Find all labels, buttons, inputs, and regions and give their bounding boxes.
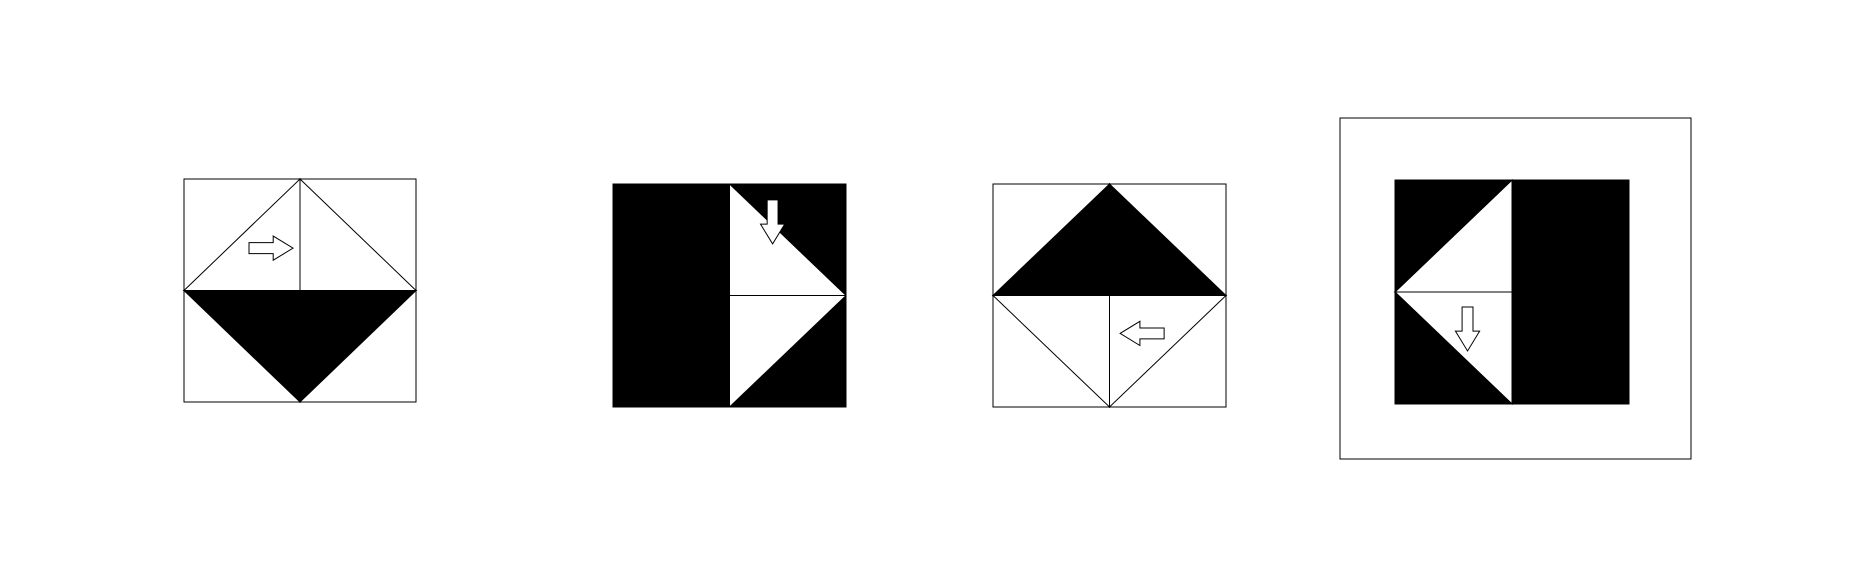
panel-4	[1339, 117, 1692, 460]
arrow-right-icon	[248, 235, 294, 262]
cell-bottom-right	[1511, 291, 1630, 405]
cell-top-right	[1109, 182, 1228, 296]
cell-top-left	[612, 183, 730, 296]
cell-top-left	[991, 182, 1110, 296]
cell-top-right	[299, 177, 418, 291]
cell-top-left	[1393, 178, 1514, 294]
corner-triangle	[1394, 179, 1514, 294]
panel-1	[182, 177, 418, 404]
corner-triangle	[728, 183, 847, 297]
cell-bottom-right	[1109, 295, 1228, 409]
cell-top-left	[182, 177, 301, 291]
cell-top-right	[1511, 179, 1630, 293]
solid-fill	[1511, 179, 1630, 293]
outer-frame	[1339, 117, 1692, 460]
arrow-down-icon	[1454, 306, 1481, 352]
panel-2	[612, 183, 847, 408]
panel-3	[991, 182, 1228, 409]
corner-triangle	[728, 294, 847, 408]
cell-bottom-left	[182, 290, 301, 404]
cell-bottom-left	[612, 295, 730, 408]
cell-bottom-left	[991, 295, 1110, 409]
solid-fill	[612, 183, 730, 296]
solid-fill	[612, 295, 730, 408]
cell-bottom-left	[1393, 290, 1514, 406]
cell-top-right	[728, 183, 847, 297]
solid-fill	[1511, 291, 1630, 405]
arrow-down-icon	[759, 199, 786, 245]
arrow-left-icon	[1119, 320, 1165, 347]
cell-bottom-right	[728, 294, 847, 408]
corner-triangle	[1394, 290, 1514, 405]
cell-bottom-right	[299, 290, 418, 404]
